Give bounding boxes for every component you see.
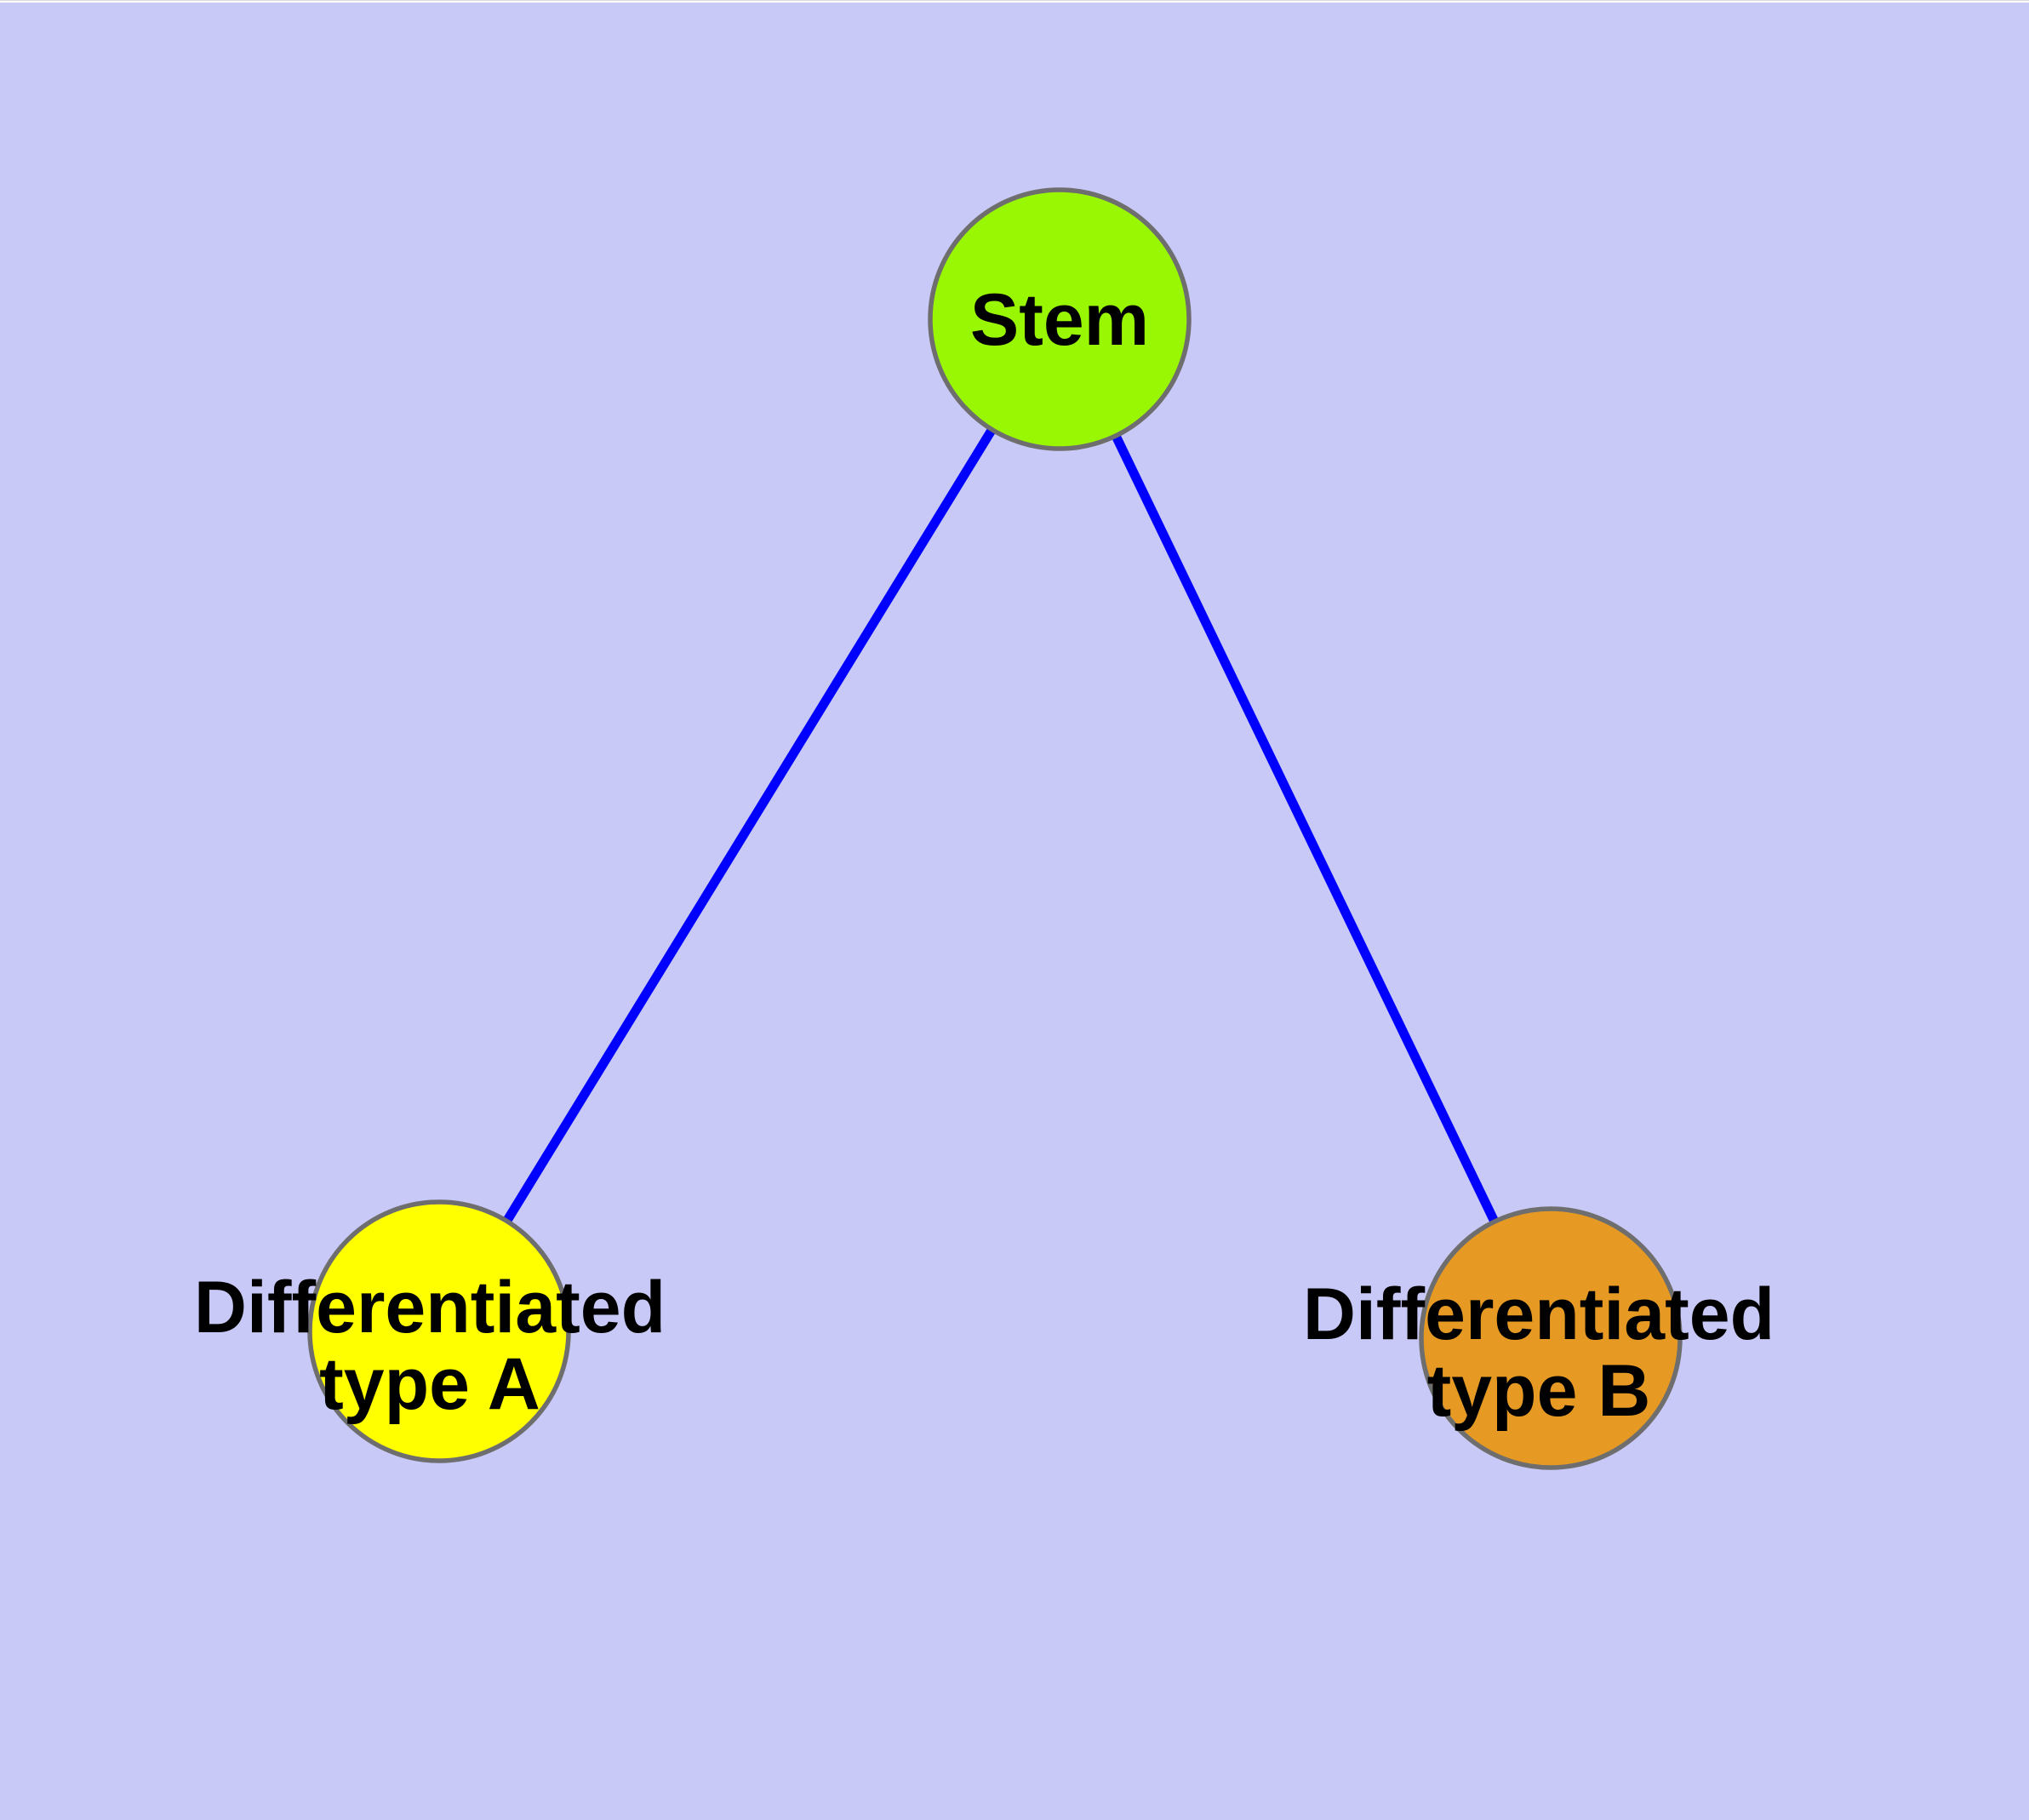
node-type-b-label-line: type B — [1427, 1350, 1651, 1432]
edge-stem-to-type-a — [435, 317, 1064, 1334]
node-type-b-label-line: Differentiated — [1303, 1273, 1775, 1355]
node-stem-label-line: Stem — [970, 279, 1149, 361]
edge-stem-to-type-b — [1055, 317, 1555, 1341]
node-type-a-circle — [307, 1199, 571, 1463]
node-stem-circle — [928, 187, 1192, 451]
node-type-a-label-line: type A — [319, 1343, 540, 1425]
node-type-a-label-line: Differentiated — [194, 1267, 666, 1348]
node-stem-label: Stem — [970, 279, 1149, 361]
node-type-b-circle — [1419, 1206, 1683, 1470]
top-border-strip — [0, 0, 2029, 3]
